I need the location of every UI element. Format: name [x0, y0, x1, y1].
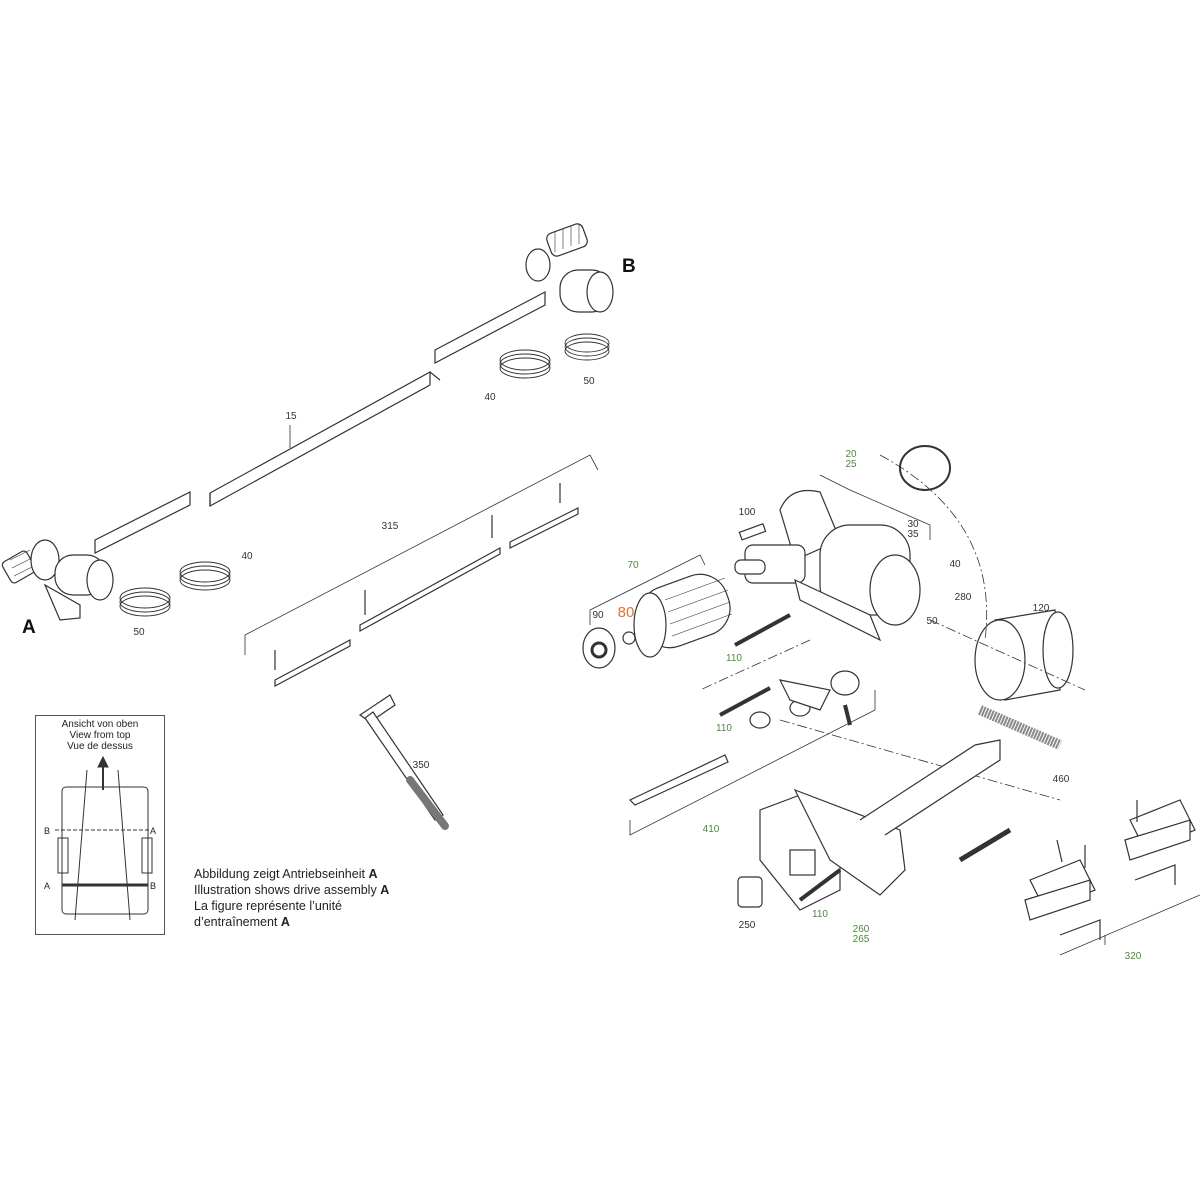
- brackets-320: [1024, 799, 1196, 940]
- part-label-30: 30: [907, 519, 919, 530]
- rod-set-315: [274, 483, 579, 687]
- part-label-265: 265: [852, 934, 870, 945]
- part-label-40: 40: [484, 392, 496, 403]
- part-label-15: 15: [285, 411, 297, 422]
- inset-mark-a-left: A: [44, 881, 51, 891]
- inset-mark-b-left: B: [44, 826, 51, 836]
- ring-80: [622, 631, 636, 645]
- top-view-inset: Ansicht von oben View from top Vue de de…: [35, 715, 165, 935]
- part-label-40: 40: [241, 551, 253, 562]
- marker-a: A: [22, 617, 36, 638]
- top-view-inset-drawing: [55, 755, 153, 921]
- part-label-35: 35: [907, 529, 919, 540]
- inset-mark-b-right: B: [150, 881, 157, 891]
- inset-title-fr: Vue de dessus: [67, 741, 133, 752]
- mounting-bracket: [759, 739, 1012, 911]
- part-label-260: 260: [852, 924, 870, 935]
- part-label-20: 20: [845, 449, 857, 460]
- part-label-315: 315: [381, 521, 399, 532]
- inset-title-de: Ansicht von oben: [61, 719, 139, 730]
- caption-en: Illustration shows drive assembly: [194, 883, 381, 897]
- part-label-110: 110: [716, 723, 732, 734]
- part-label-90: 90: [592, 610, 604, 621]
- part-label-110: 110: [726, 653, 742, 664]
- part-label-100: 100: [738, 507, 756, 518]
- crank-handle-350: [358, 694, 449, 830]
- part-label-110: 110: [812, 909, 828, 920]
- part-label-50: 50: [133, 627, 145, 638]
- caption-de: Abbildung zeigt Antriebseinheit: [194, 867, 369, 881]
- caption-unit: A: [380, 883, 390, 897]
- marker-b: B: [622, 256, 636, 277]
- drive-unit-b: [525, 223, 614, 313]
- caption-fr-1: La figure représente l’unité: [194, 899, 343, 913]
- part-label-320: 320: [1124, 951, 1142, 962]
- part-label-410: 410: [702, 824, 720, 835]
- part-label-40: 40: [949, 559, 961, 570]
- part-label-50: 50: [583, 376, 595, 387]
- part-label-120: 120: [1032, 603, 1050, 614]
- inset-title-en: View from top: [69, 730, 131, 741]
- part-label-80: 80: [617, 604, 635, 621]
- lever-parts: [628, 670, 860, 806]
- part-label-50: 50: [926, 616, 938, 627]
- drive-unit-a: [1, 539, 114, 621]
- part-label-280: 280: [954, 592, 972, 603]
- spring-460: [977, 705, 1063, 750]
- cover-120: [974, 609, 1074, 701]
- caption-unit: A: [280, 915, 290, 929]
- part-label-70: 70: [627, 560, 639, 571]
- motor-assembly: [734, 489, 921, 642]
- drive-assembly-caption: Abbildung zeigt Antriebseinheit A Illust…: [194, 866, 389, 930]
- part-label-250: 250: [738, 920, 756, 931]
- roller-70: [633, 573, 733, 658]
- caption-fr-2: d’entraînement: [194, 915, 281, 929]
- part-label-460: 460: [1052, 774, 1070, 785]
- tube-15: [94, 291, 546, 554]
- inset-title: Ansicht von oben View from top Vue de de…: [36, 719, 164, 752]
- cable-coils: [119, 333, 610, 617]
- cap-250: [737, 876, 763, 908]
- inset-mark-a-right: A: [150, 826, 157, 836]
- caption-unit: A: [368, 867, 378, 881]
- hose-clamp: [899, 445, 951, 491]
- wheel-90: [582, 627, 616, 669]
- part-label-25: 25: [845, 459, 857, 470]
- part-label-350: 350: [412, 760, 430, 771]
